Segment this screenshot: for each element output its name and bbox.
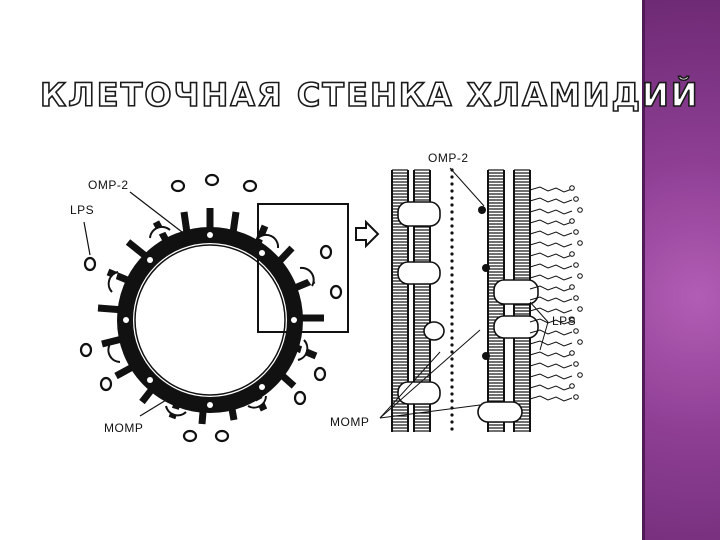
cell-circle-group [81, 175, 378, 441]
label-momp-right: MOMP [330, 415, 369, 429]
label-lps-left: LPS [70, 203, 94, 217]
label-omp2-right: OMP-2 [428, 151, 469, 165]
label-momp-left: MOMP [104, 421, 143, 435]
membrane-section [380, 168, 582, 432]
label-omp2-left: OMP-2 [88, 178, 129, 192]
label-lps-right: LPS [552, 314, 576, 328]
